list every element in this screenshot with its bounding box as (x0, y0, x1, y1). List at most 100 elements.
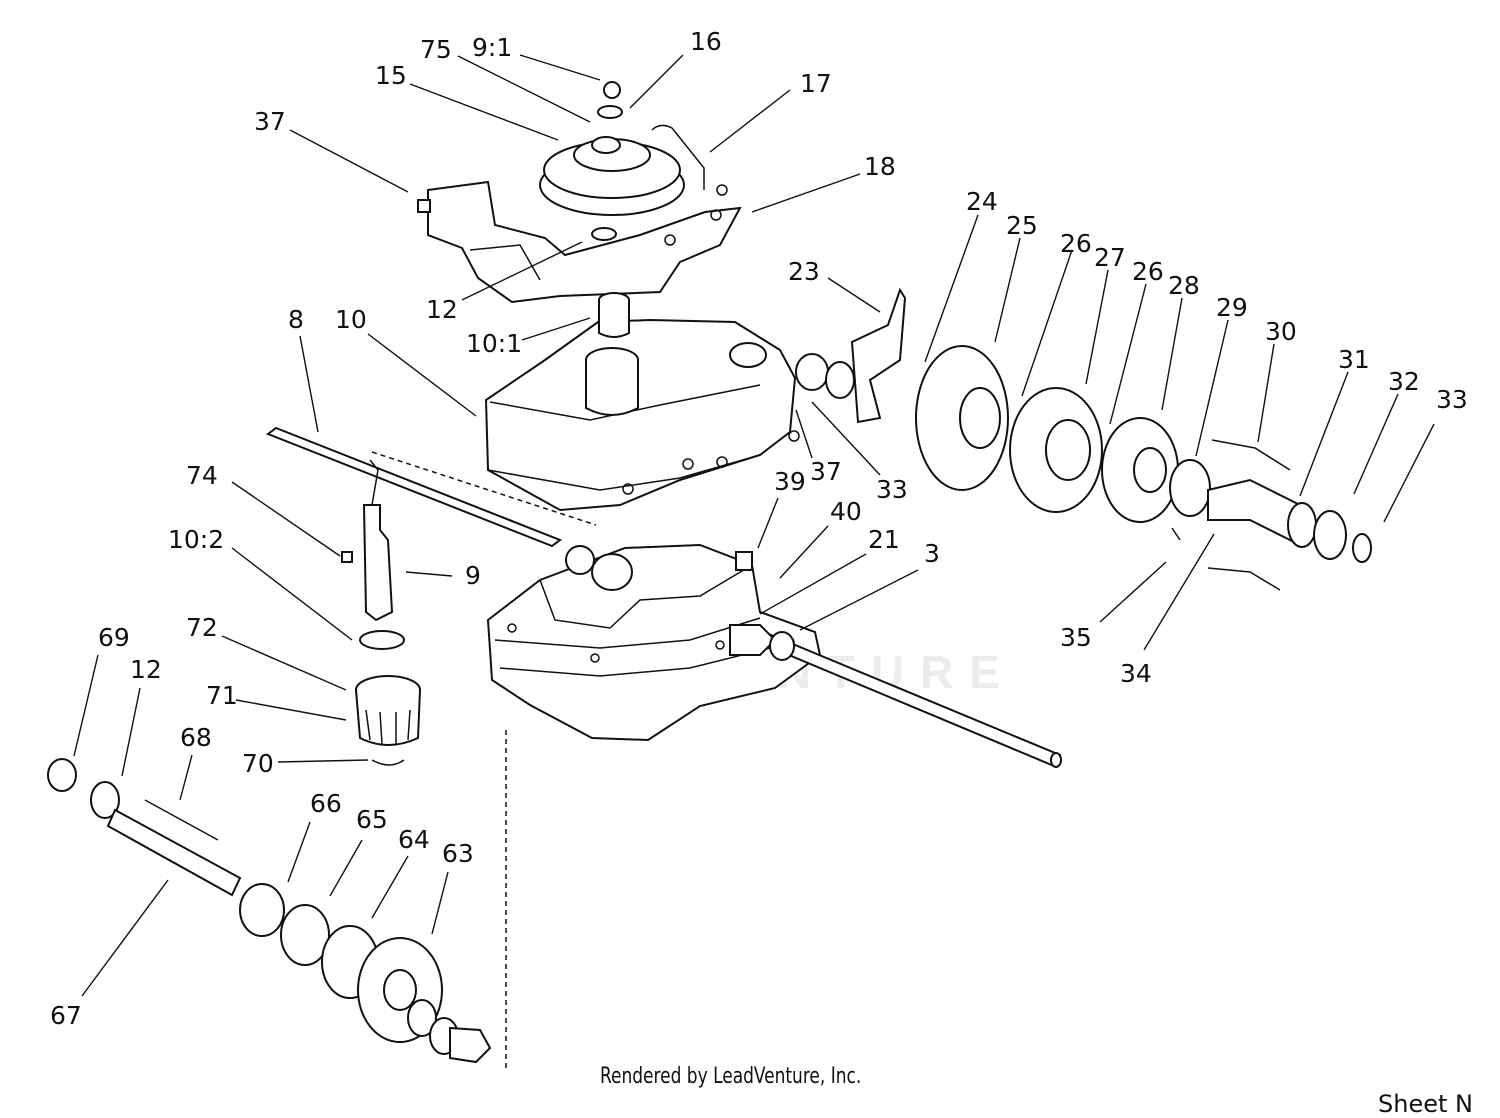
callout-71: 71 (206, 681, 238, 710)
callout-33a: 33 (1436, 385, 1468, 414)
callout-27: 27 (1094, 243, 1126, 272)
callout-37a: 37 (254, 107, 286, 136)
leader-75 (457, 55, 591, 123)
callout-9: 9 (465, 561, 481, 590)
leader-27 (1085, 269, 1109, 385)
callout-74: 74 (186, 461, 218, 490)
axle-bearings (565, 545, 795, 661)
callout-68: 68 (180, 723, 212, 752)
leader-64 (371, 855, 409, 919)
bevel-gear-71 (355, 630, 421, 766)
callout-28: 28 (1168, 271, 1200, 300)
vertical-shaft-9 (341, 459, 394, 622)
leader-10-1 (521, 317, 591, 341)
callout-35: 35 (1060, 623, 1092, 652)
callout-12a: 12 (426, 295, 458, 324)
leader-9-1 (519, 54, 601, 81)
leader-67 (81, 879, 169, 997)
callout-26a: 26 (1060, 229, 1092, 258)
leader-63 (431, 871, 449, 935)
callout-64: 64 (398, 825, 430, 854)
callout-26b: 26 (1132, 257, 1164, 286)
callout-70: 70 (242, 749, 274, 778)
leader-10 (367, 333, 477, 417)
callout-34: 34 (1120, 659, 1152, 688)
leader-68 (179, 754, 193, 801)
callout-18: 18 (864, 152, 896, 181)
lower-shaft-assembly (47, 758, 492, 1064)
pulley-bracket (417, 180, 742, 304)
reference-line-upper (371, 451, 597, 526)
callout-10: 10 (335, 305, 367, 334)
callout-37b: 37 (810, 457, 842, 486)
leader-10-2 (231, 547, 353, 641)
leader-33b (811, 401, 881, 476)
leader-71 (235, 699, 347, 721)
callout-29: 29 (1216, 293, 1248, 322)
leader-9 (405, 571, 453, 577)
callout-3: 3 (924, 539, 940, 568)
callout-10-2: 10:2 (168, 525, 224, 554)
callout-67: 67 (50, 1001, 82, 1030)
axle-shaft-8 (265, 426, 563, 548)
leader-12a (461, 241, 583, 301)
callout-labels: 9:1 16 75 15 17 37 18 12 10:1 8 10 23 24… (50, 27, 1468, 1030)
spline-coupler (598, 292, 630, 338)
leader-40 (779, 525, 829, 579)
leader-39 (757, 497, 779, 549)
leader-35 (1099, 561, 1167, 623)
leader-18 (751, 173, 861, 213)
callout-66: 66 (310, 789, 342, 818)
callout-25: 25 (1006, 211, 1038, 240)
leader-25 (994, 237, 1021, 343)
callout-40: 40 (830, 497, 862, 526)
leader-33a (1383, 423, 1435, 523)
leader-31 (1299, 371, 1349, 497)
rendered-by-credit: Rendered by LeadVenture, Inc. (600, 1064, 862, 1089)
callout-65: 65 (356, 805, 388, 834)
leader-28 (1161, 297, 1183, 411)
leader-30 (1257, 343, 1275, 443)
callout-16: 16 (690, 27, 722, 56)
leader-15 (409, 83, 559, 141)
leader-74 (231, 481, 341, 557)
callout-24: 24 (966, 187, 998, 216)
leader-12b (121, 687, 141, 777)
leader-23 (827, 277, 881, 313)
callout-15: 15 (375, 61, 407, 90)
callout-31: 31 (1338, 345, 1370, 374)
leader-26b (1109, 283, 1147, 425)
callout-33b: 33 (876, 475, 908, 504)
parts-layer (47, 81, 1372, 1070)
leader-37a (289, 129, 409, 193)
leader-32 (1353, 393, 1399, 495)
leader-69 (73, 654, 99, 757)
callout-30: 30 (1265, 317, 1297, 346)
gear-stack (795, 287, 1211, 523)
leader-70 (277, 759, 369, 763)
upper-housing (484, 318, 800, 512)
leader-16 (629, 54, 684, 109)
shift-collar (1171, 439, 1372, 591)
leader-34 (1143, 533, 1215, 651)
callout-39: 39 (774, 467, 806, 496)
callout-10-1: 10:1 (466, 329, 522, 358)
leader-lines (73, 54, 1435, 997)
leader-65 (329, 839, 363, 897)
callout-8: 8 (288, 305, 304, 334)
callout-32: 32 (1388, 367, 1420, 396)
leader-3 (799, 569, 919, 631)
callout-72: 72 (186, 613, 218, 642)
leader-21 (759, 553, 867, 615)
leader-72 (221, 635, 347, 691)
callout-63: 63 (442, 839, 474, 868)
callout-9-1: 9:1 (472, 33, 512, 62)
sheet-label: Sheet N (1378, 1090, 1473, 1118)
callout-17: 17 (800, 69, 832, 98)
axle-shaft-3 (763, 633, 1062, 768)
leader-66 (287, 821, 311, 883)
callout-75: 75 (420, 35, 452, 64)
callout-12b: 12 (130, 655, 162, 684)
callout-69: 69 (98, 623, 130, 652)
